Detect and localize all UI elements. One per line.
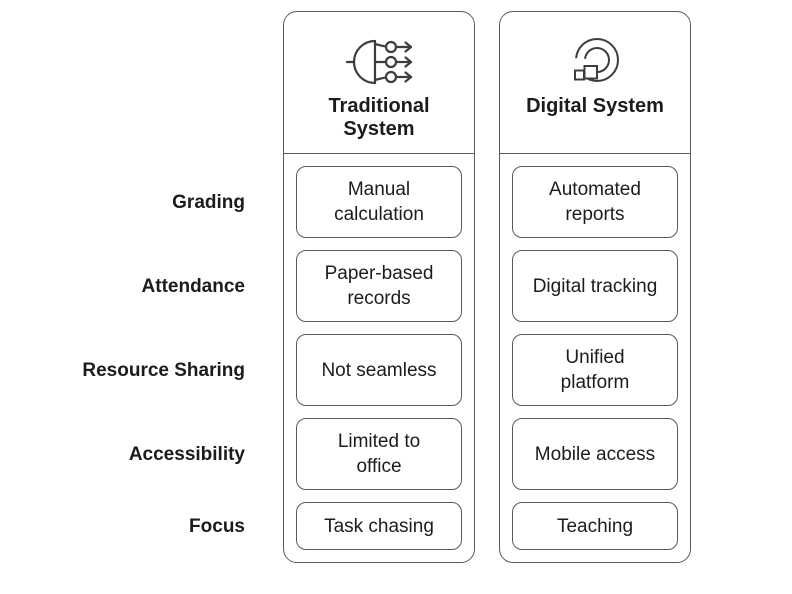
- column-header-traditional: Traditional System: [284, 12, 474, 154]
- row-label-resource-sharing: Resource Sharing: [82, 360, 245, 381]
- cell-traditional-focus: Task chasing: [296, 502, 462, 550]
- cell-digital-grading: Automated reports: [512, 166, 678, 238]
- row-label-accessibility: Accessibility: [128, 444, 245, 465]
- digital-pixel-ring-icon: [563, 34, 627, 90]
- column-body-traditional: Manual calculation Paper-based records N…: [284, 154, 474, 562]
- cell-digital-focus: Teaching: [512, 502, 678, 550]
- column-title-digital: Digital System: [526, 95, 664, 117]
- row-label-grading: Grading: [172, 192, 245, 213]
- row-label-attendance: Attendance: [141, 276, 245, 297]
- cell-traditional-attendance: Paper-based records: [296, 250, 462, 322]
- cell-digital-resource-sharing: Unified platform: [512, 334, 678, 406]
- column-digital-system: Digital System Automated reports Digital…: [499, 11, 691, 563]
- column-body-digital: Automated reports Digital tracking Unifi…: [500, 154, 690, 562]
- cell-traditional-grading: Manual calculation: [296, 166, 462, 238]
- column-traditional-system: Traditional System Manual calculation Pa…: [283, 11, 475, 563]
- column-header-digital: Digital System: [500, 12, 690, 154]
- cell-digital-attendance: Digital tracking: [512, 250, 678, 322]
- column-title-traditional: Traditional System: [328, 95, 430, 140]
- cell-digital-accessibility: Mobile access: [512, 418, 678, 490]
- cell-traditional-resource-sharing: Not seamless: [296, 334, 462, 406]
- cell-traditional-accessibility: Limited to office: [296, 418, 462, 490]
- row-label-focus: Focus: [189, 516, 245, 537]
- branch-arrows-icon: [340, 34, 418, 90]
